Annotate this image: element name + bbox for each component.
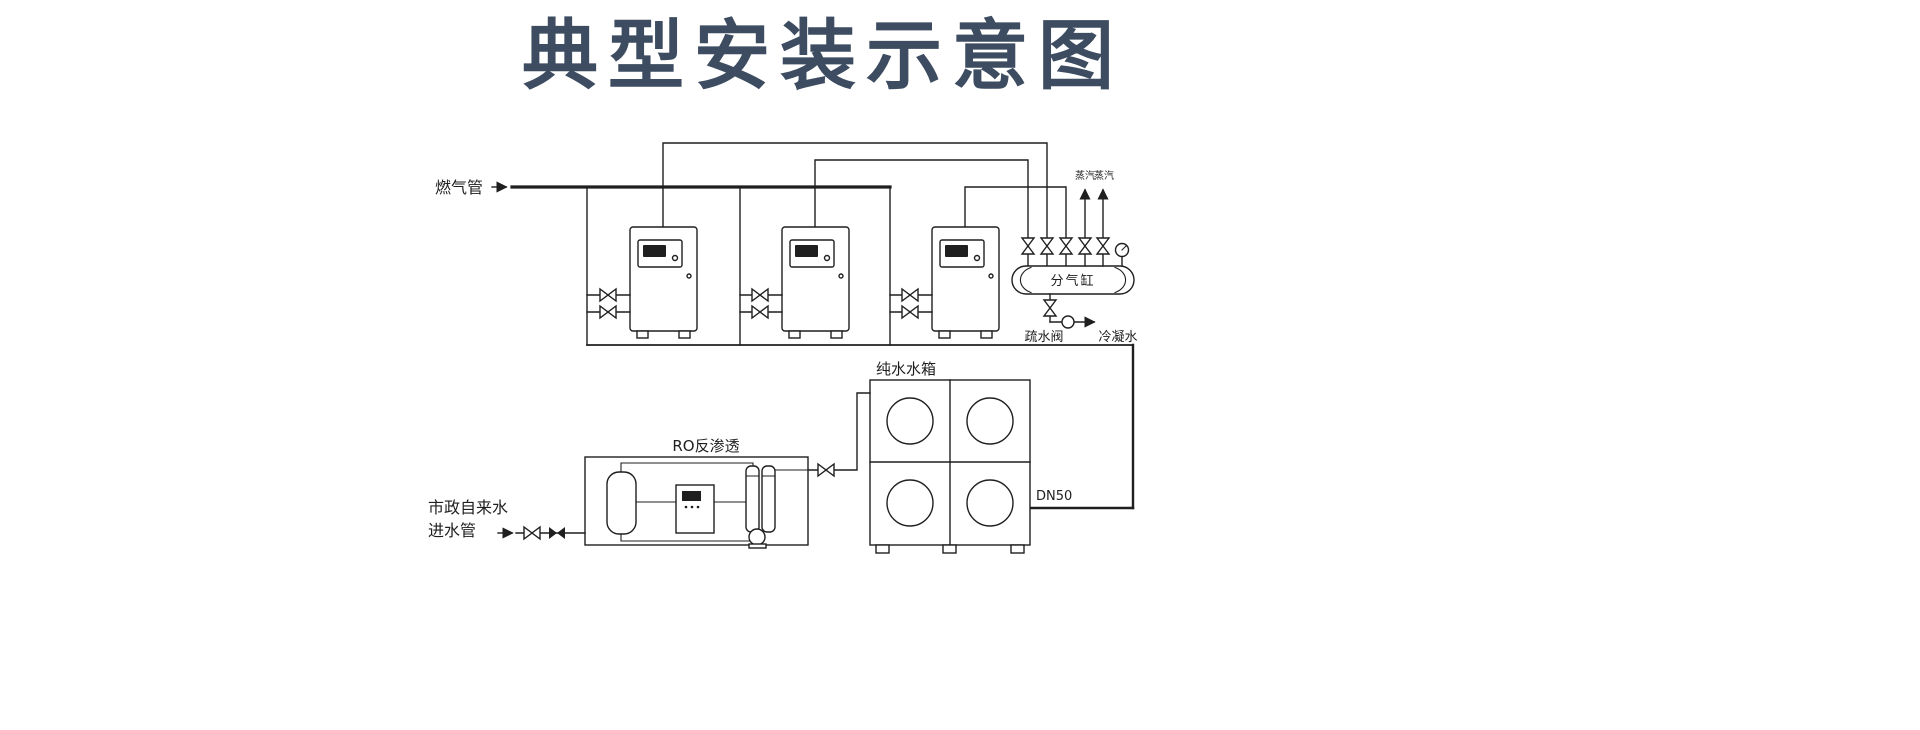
valve-icon: [751, 305, 769, 319]
ro-membrane-vessel: [761, 465, 776, 533]
valve-icon: [1096, 237, 1110, 255]
inlet-pump-icon: [549, 527, 565, 539]
steam-label-1: 蒸汽: [1075, 169, 1095, 182]
valve-icon: [1078, 237, 1092, 255]
steam-line-3: [964, 186, 1067, 267]
valve-icon: [523, 526, 541, 540]
city-water-label-line1: 市政自来水: [428, 498, 508, 517]
ro-indicator-dot: [690, 505, 694, 509]
manhole-icon: [886, 479, 934, 527]
manhole-icon: [886, 397, 934, 445]
valve-icon: [901, 288, 919, 302]
condensate-piping: 疏水阀 冷凝水: [1024, 293, 1138, 345]
tank-foot: [942, 544, 957, 554]
ro-display: [682, 491, 701, 501]
pure-water-tank: 纯水水箱: [807, 360, 1031, 554]
condensate-label: 冷凝水: [1098, 329, 1137, 345]
valve-icon: [901, 305, 919, 319]
valve-icon: [1021, 237, 1035, 255]
steam-generators: [586, 226, 1000, 339]
steam-generator-3: [931, 226, 1000, 339]
valve-icon: [599, 305, 617, 319]
steam-line-2: [814, 159, 1029, 267]
gas-pipe-label: 燃气管: [435, 178, 483, 197]
steam-trap-icon: [1061, 315, 1075, 329]
ro-unit-label: RO反渗透: [672, 437, 739, 455]
steam-generator-2: [781, 226, 850, 339]
manhole-icon: [966, 397, 1014, 445]
header-left-cap: [1019, 266, 1032, 294]
steam-header-body: [1011, 265, 1135, 295]
ro-pressure-tank: [606, 471, 637, 535]
steam-header-label: 分气缸: [1050, 273, 1095, 289]
valve-icon: [817, 463, 835, 477]
tank-inlet-pipe: [807, 392, 871, 471]
ro-indicator-dot: [696, 505, 700, 509]
steam-generator-1: [629, 226, 698, 339]
ro-unit: RO反渗透: [584, 437, 809, 549]
pressure-gauge-icon: [1114, 242, 1130, 267]
valve-icon: [1059, 237, 1073, 255]
pure-water-tank-label: 纯水水箱: [876, 360, 936, 378]
ro-top-pipe: [620, 462, 754, 473]
steam-trap-label: 疏水阀: [1024, 330, 1063, 345]
valve-icon: [599, 288, 617, 302]
tank-foot: [1010, 544, 1025, 554]
steam-label-2: 蒸汽: [1094, 169, 1114, 182]
manhole-icon: [966, 479, 1014, 527]
valve-icon: [751, 288, 769, 302]
gas-supply-piping: 燃气管: [435, 178, 892, 346]
dn50-label: DN50: [1036, 489, 1072, 504]
valve-icon: [1043, 299, 1057, 317]
steam-header: 分气缸 蒸汽 蒸汽 疏水阀 冷凝水: [1011, 169, 1138, 345]
feedwater-piping: DN50: [586, 343, 1135, 510]
valve-icon: [1040, 237, 1054, 255]
ro-indicator-dot: [684, 505, 688, 509]
city-water-label-line2: 进水管: [428, 521, 476, 540]
page-title: 典型安装示意图: [522, 11, 1124, 100]
header-right-cap: [1114, 266, 1127, 294]
steam-line-1: [662, 142, 1048, 267]
ro-pump-icon: [748, 528, 767, 549]
city-water-inlet: 市政自来水 进水管: [428, 498, 586, 540]
ro-bottom-pipe: [620, 533, 751, 542]
tank-foot: [875, 544, 890, 554]
steam-piping: [662, 142, 1073, 267]
